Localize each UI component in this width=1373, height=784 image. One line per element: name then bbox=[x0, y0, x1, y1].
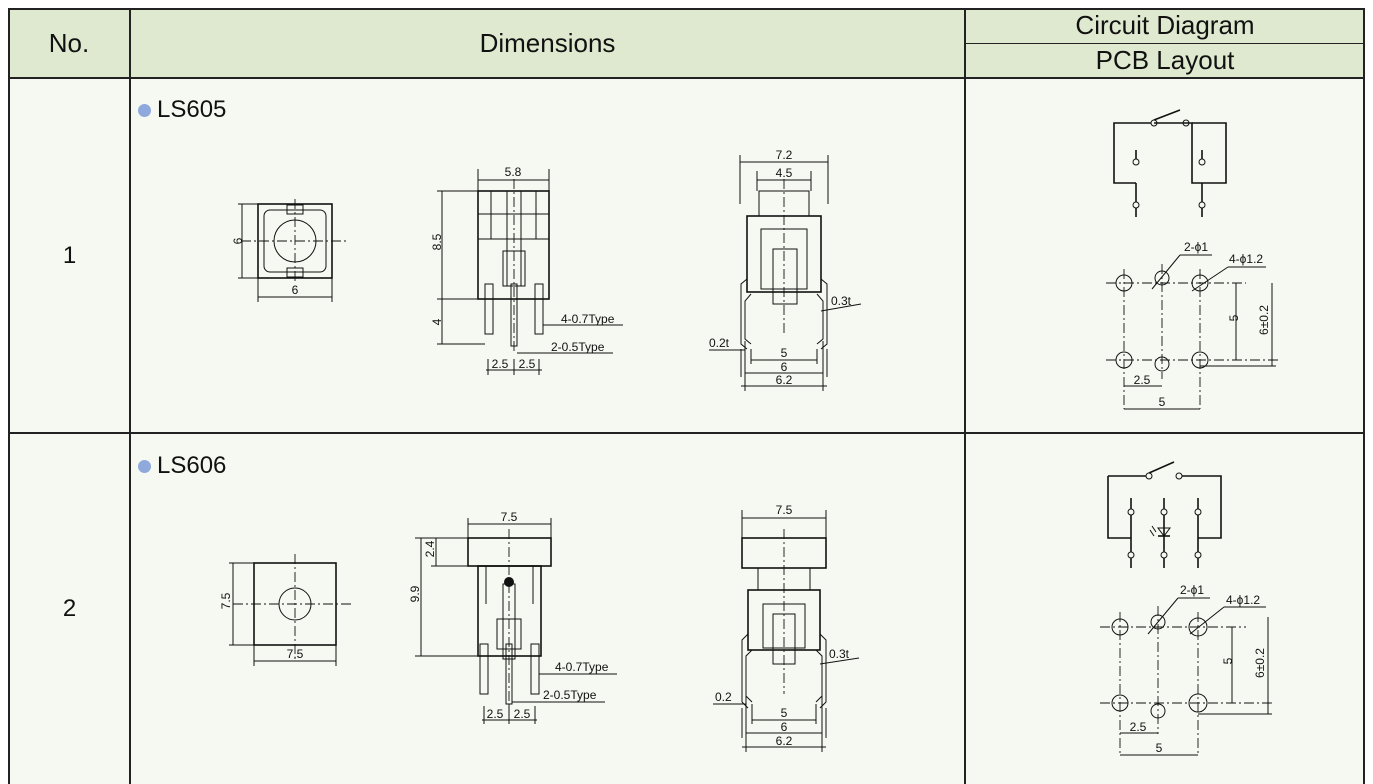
col-divider-2 bbox=[964, 8, 966, 784]
row-2-circuit-diagram bbox=[1107, 461, 1222, 568]
row-1-top-w: 6 bbox=[292, 283, 299, 297]
row-1-pcb-small-hole: 2-ϕ1 bbox=[1184, 240, 1208, 254]
row-1-pcb-v2: 6±0.2 bbox=[1257, 305, 1271, 335]
row-1-pitch-2: 2.5 bbox=[519, 357, 536, 371]
row-1-pcb-layout: 2-ϕ1 4-ϕ1.2 5 6±0.2 2.5 5 bbox=[1106, 240, 1278, 410]
row-1-pcb-h2: 5 bbox=[1159, 395, 1166, 409]
row-2-pcb-v1: 5 bbox=[1221, 657, 1235, 664]
row-2-side-b1: 5 bbox=[781, 706, 788, 720]
spec-table bbox=[8, 8, 1365, 784]
header-dimensions: Dimensions bbox=[479, 27, 616, 58]
row-2-top-view: 7.5 7.5 bbox=[219, 554, 353, 666]
row-1-side-t: 0.3t bbox=[831, 294, 852, 308]
row-2-pcb-big-hole: 4-ϕ1.2 bbox=[1226, 593, 1260, 607]
row-1-side-b1: 5 bbox=[781, 346, 788, 360]
row-divider bbox=[8, 432, 1365, 434]
row-1-side-t2: 0.2t bbox=[709, 336, 730, 350]
row-1-pcb-h1: 2.5 bbox=[1134, 373, 1151, 387]
bullet-icon bbox=[138, 459, 151, 473]
row-2-side-w1: 7.5 bbox=[776, 503, 793, 517]
header-pcb-layout: PCB Layout bbox=[1095, 45, 1235, 75]
row-1-top-view: 6 6 bbox=[231, 199, 349, 302]
table-border-left bbox=[8, 8, 10, 784]
row-2-side-view: 7.5 0.3t 0.2 5 6 6.2 bbox=[713, 503, 860, 752]
row-2-side-b2: 6 bbox=[781, 720, 788, 734]
row-1-dimension-drawings: 6 6 5.8 8.5 4 4-0.7Type 2-0.5Type bbox=[231, 148, 862, 391]
row-1-circuit-diagram bbox=[1113, 109, 1227, 217]
row-1-side-view: 7.2 4.5 0.3t 0.2t 5 6 6.2 bbox=[709, 148, 862, 391]
row-2-circuit-pcb: 2-ϕ1 4-ϕ1.2 5 6±0.2 2.5 5 bbox=[1100, 461, 1272, 756]
row-1-side-b3: 6.2 bbox=[776, 373, 793, 387]
row-2-front-caph: 2.4 bbox=[423, 540, 437, 557]
col-divider-1 bbox=[129, 8, 131, 784]
row-2-top-w: 7.5 bbox=[287, 647, 304, 661]
row-2-pcb-v2: 6±0.2 bbox=[1253, 648, 1267, 678]
row-1-side-w2: 4.5 bbox=[776, 166, 793, 180]
row-1-pcb-v1: 5 bbox=[1227, 314, 1241, 321]
row-1-front-h: 8.5 bbox=[430, 233, 444, 250]
row-2-top-h: 7.5 bbox=[219, 592, 233, 609]
row-2-pcb-small-hole: 2-ϕ1 bbox=[1180, 583, 1204, 597]
row-2-pin-b: 2-0.5Type bbox=[543, 688, 597, 702]
row-2-number: 2 bbox=[62, 595, 77, 622]
row-1-pin-b: 2-0.5Type bbox=[551, 340, 605, 354]
row-2-model-label: LS606 bbox=[157, 452, 227, 479]
row-1-front-topw: 5.8 bbox=[505, 165, 522, 179]
row-1-circuit-pcb: 2-ϕ1 4-ϕ1.2 5 6±0.2 2.5 5 bbox=[1106, 109, 1278, 410]
row-1-pitch-1: 2.5 bbox=[492, 357, 509, 371]
row-1-model-label: LS605 bbox=[157, 96, 227, 123]
subheader-divider bbox=[965, 43, 1365, 44]
row-2-pcb-layout: 2-ϕ1 4-ϕ1.2 5 6±0.2 2.5 5 bbox=[1100, 583, 1272, 756]
table-border-top bbox=[8, 8, 1365, 10]
row-2-side-t2: 0.2 bbox=[715, 690, 732, 704]
row-2-side-t: 0.3t bbox=[829, 647, 850, 661]
row-1-front-pinh: 4 bbox=[430, 318, 444, 325]
row-1-number: 1 bbox=[62, 241, 77, 269]
row-1-model: LS605 bbox=[138, 96, 226, 124]
header-no: No. bbox=[48, 27, 90, 58]
row-1-pin-a: 4-0.7Type bbox=[561, 312, 615, 326]
row-1-side-b2: 6 bbox=[781, 360, 788, 374]
row-2-pcb-h1: 2.5 bbox=[1130, 720, 1147, 734]
row-2-front-h: 9.9 bbox=[408, 585, 422, 602]
row-1-top-h: 6 bbox=[231, 237, 245, 244]
row-2-side-b3: 6.2 bbox=[776, 734, 793, 748]
row-1-pcb-big-hole: 4-ϕ1.2 bbox=[1229, 252, 1263, 266]
header-divider bbox=[8, 77, 1365, 79]
table-border-right bbox=[1363, 8, 1365, 784]
row-2-dimension-drawings: 7.5 7.5 7.5 9.9 2.4 4-0.7Type 2-0.5Type bbox=[219, 503, 860, 752]
row-2-pitch-1: 2.5 bbox=[487, 707, 504, 721]
row-2-pitch-2: 2.5 bbox=[514, 707, 531, 721]
row-2-pin-a: 4-0.7Type bbox=[555, 660, 609, 674]
row-1-front-view: 5.8 8.5 4 4-0.7Type 2-0.5Type 2.5 2.5 bbox=[430, 165, 623, 375]
row-2-model: LS606 bbox=[138, 452, 226, 480]
row-2-front-view: 7.5 9.9 2.4 4-0.7Type 2-0.5Type 2.5 2.5 bbox=[408, 510, 617, 724]
row-2-front-topw: 7.5 bbox=[501, 510, 518, 524]
row-2-pcb-h2: 5 bbox=[1156, 741, 1163, 755]
bullet-icon bbox=[138, 103, 151, 117]
row-1-side-w1: 7.2 bbox=[776, 148, 793, 162]
header-circuit-diagram: Circuit Diagram bbox=[1075, 10, 1255, 40]
